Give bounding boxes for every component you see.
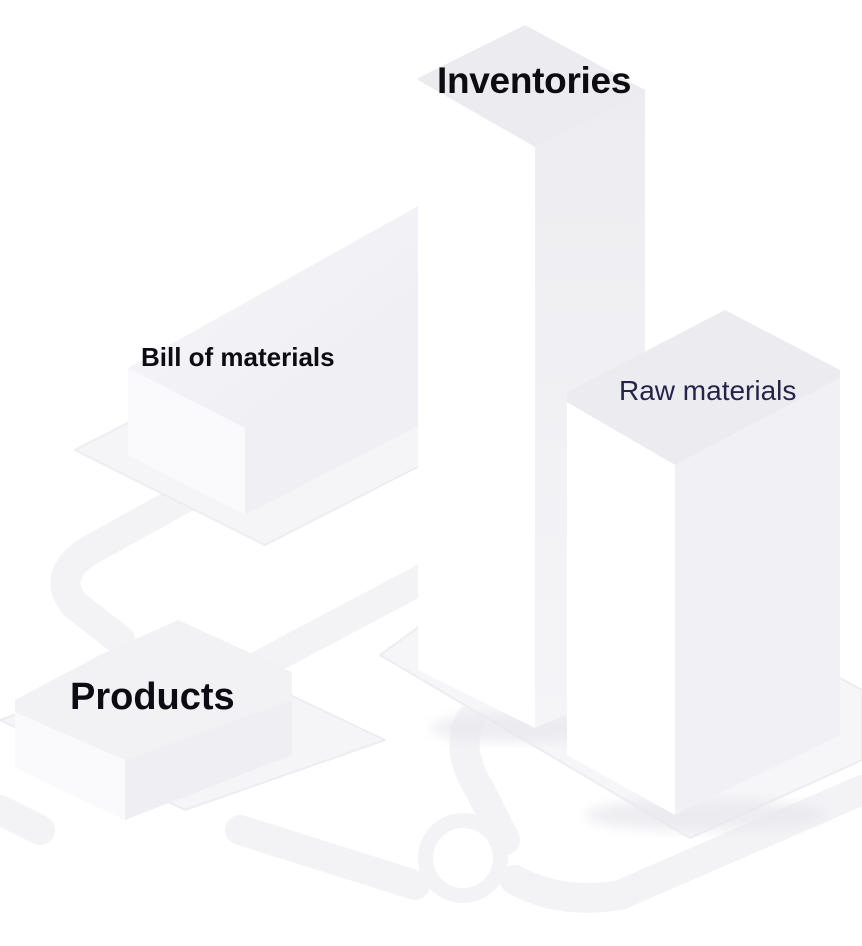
products-left-face (15, 712, 125, 820)
track-products-to-junction (225, 815, 430, 900)
raw-materials-label: Raw materials (619, 375, 797, 406)
raw-materials-top-face (567, 310, 840, 465)
inventories-top-face (418, 25, 645, 147)
products-block (15, 620, 292, 820)
inventories-label: Inventories (437, 60, 632, 101)
track-left-edge (0, 795, 55, 845)
products-right-face (125, 700, 292, 820)
raw-materials-left-face (567, 402, 675, 815)
bom-block (128, 205, 420, 515)
track-products-to-inventories (245, 560, 445, 680)
bom-top-face (128, 205, 420, 428)
products-label: Products (70, 676, 235, 718)
bom-right-face (245, 335, 420, 515)
raw-materials-tower (567, 310, 840, 831)
bom-left-face (128, 368, 245, 515)
bill-of-materials-label: Bill of materials (141, 342, 335, 372)
junction-ring (418, 813, 508, 903)
track-bom-to-products (50, 480, 205, 655)
products-top-face (15, 620, 292, 760)
raw-materials-right-face (675, 378, 840, 815)
track-junction-to-right (500, 775, 862, 913)
inventories-left-face (418, 80, 535, 728)
